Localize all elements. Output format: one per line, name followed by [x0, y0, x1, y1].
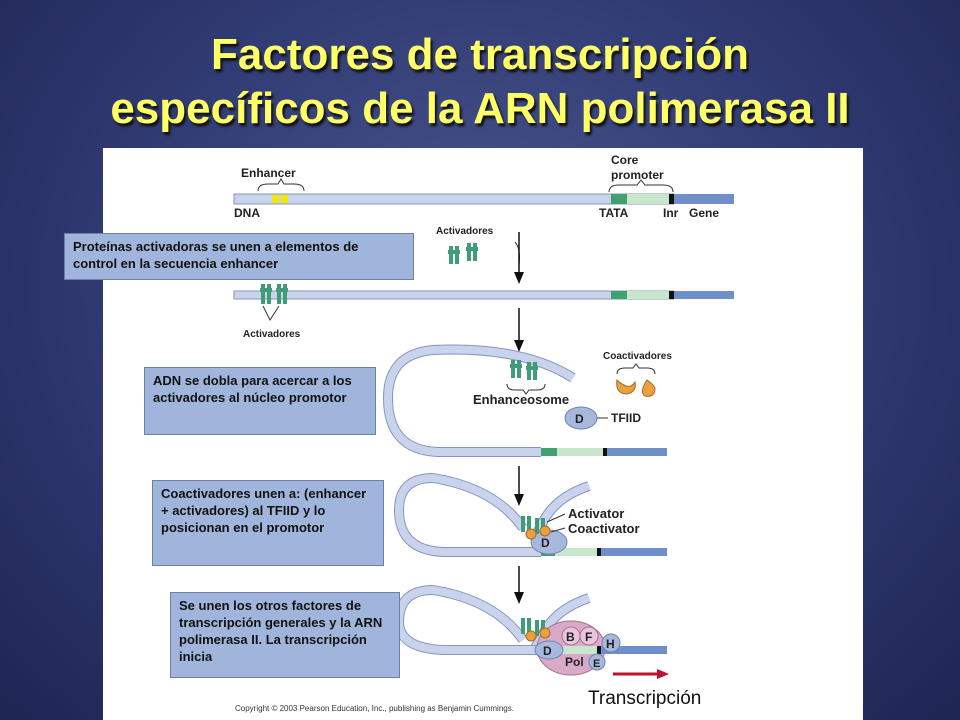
core-promoter-bracket	[608, 179, 674, 193]
enhancer-element-2	[281, 195, 288, 203]
callout-step-1: Proteínas activadoras se unen a elemento…	[64, 233, 414, 280]
inr-element-4	[597, 548, 601, 556]
tfiie-shape	[588, 653, 606, 671]
enhancer-element-1	[272, 195, 279, 203]
coactivator-label: Coactivator	[568, 521, 640, 536]
step-arrow-3-head	[514, 494, 524, 506]
coactivator-bracket	[616, 363, 656, 375]
promoter-label: promoter	[611, 168, 664, 182]
promoter-region-2	[627, 291, 669, 299]
gene-region-1	[674, 194, 734, 204]
pol-label: Pol	[565, 655, 584, 669]
step-arrow-2-head	[514, 340, 524, 352]
enhancer-label: Enhancer	[241, 166, 296, 180]
gene-region-2	[674, 291, 734, 299]
free-activators	[448, 243, 478, 264]
inr-element-3	[603, 448, 607, 456]
complex-coactivators-4	[525, 525, 551, 540]
inr-element-1	[669, 194, 674, 204]
inr-element-5	[597, 646, 601, 654]
tfiid-label: TFIID	[611, 411, 641, 425]
tata-box-1	[611, 194, 627, 204]
complex-coactivators-5	[525, 627, 551, 642]
tfiif-label: F	[585, 630, 592, 644]
promoter-region-5	[541, 646, 601, 654]
copyright-text: Copyright © 2003 Pearson Education, Inc.…	[235, 704, 514, 713]
inr-label: Inr	[663, 206, 679, 220]
enhanceosome-label: Enhanceosome	[473, 392, 569, 407]
gene-region-5	[601, 646, 667, 654]
step-arrow-1-head	[514, 272, 524, 284]
dna-label: DNA	[234, 206, 260, 220]
coactivadores-label: Coactivadores	[603, 351, 672, 362]
enhanceosome-bracket	[506, 383, 546, 395]
tfiie-label: E	[593, 658, 600, 670]
tata-box-2	[611, 291, 627, 299]
coactivator-pointer-4	[550, 527, 566, 533]
tfiih-shape	[601, 633, 621, 653]
gene-label: Gene	[689, 206, 719, 220]
dna-loop-4-b	[394, 473, 541, 556]
gene-region-3	[607, 448, 667, 456]
promoter-region-1	[627, 194, 669, 204]
tfiid-d-label-5: D	[543, 644, 552, 658]
title-line-2: específicos de la ARN polimerasa II	[110, 84, 850, 133]
promoter-region-3	[541, 448, 643, 456]
transcription-arrow-head	[657, 669, 669, 679]
callout-step-2: ADN se dobla para acercar a los activado…	[144, 367, 376, 435]
tfiib-label: B	[566, 630, 575, 644]
gene-region-4	[601, 548, 667, 556]
dna-loop-3	[383, 345, 576, 456]
callout-step-3: Coactivadores unen a: (enhancer + activa…	[152, 480, 384, 566]
dna-strand-1	[233, 193, 675, 205]
dna-strand-2	[233, 290, 675, 300]
enhancer-bracket	[257, 178, 305, 192]
dna-loop-5-b	[394, 585, 541, 654]
transcription-label: Transcripción	[588, 688, 702, 709]
tfiih-label: H	[606, 637, 615, 651]
tfiid-d-label-4: D	[541, 536, 550, 550]
activadores-mid-label: Activadores	[243, 329, 301, 340]
page-title: Factores de transcripción específicos de…	[0, 28, 960, 136]
transcription-diagram: Enhancer Core promoter DNA TATA Inr Gene…	[233, 153, 734, 713]
activator-pointer-4	[546, 513, 566, 523]
activadores-top-label: Activadores	[436, 226, 494, 237]
tata-label: TATA	[599, 206, 629, 220]
tfiif-shape	[579, 626, 599, 646]
bound-activators	[260, 284, 288, 304]
activator-label: Activator	[568, 506, 624, 521]
activator-pointer-2	[262, 305, 280, 322]
free-coactivators	[616, 378, 656, 397]
title-line-1: Factores de transcripción	[211, 30, 749, 79]
enhanceosome-activators	[510, 360, 538, 380]
tfiid-d-label-3: D	[575, 412, 584, 426]
tata-box-3	[541, 448, 557, 456]
inr-element-2	[669, 291, 674, 299]
promoter-region-4	[541, 548, 601, 556]
tfiid-shape-5	[534, 640, 564, 660]
callout-step-4: Se unen los otros factores de transcripc…	[170, 592, 400, 678]
step-arrow-4-head	[514, 592, 524, 604]
core-label: Core	[611, 153, 639, 167]
